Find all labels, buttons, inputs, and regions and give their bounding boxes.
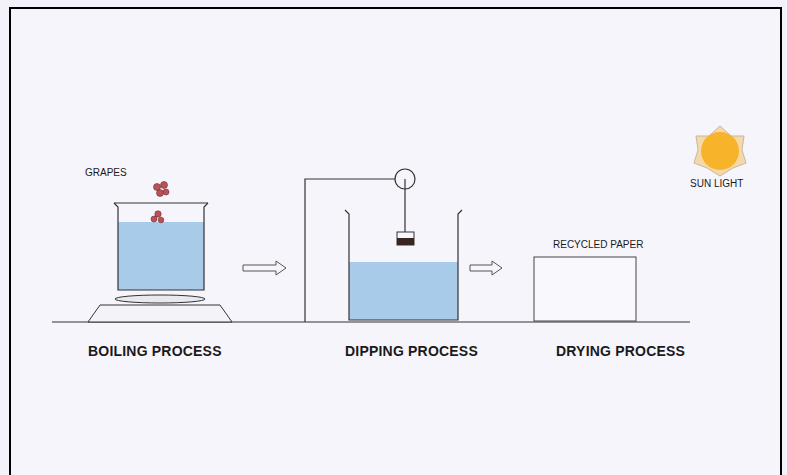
- paper-sample: [397, 232, 414, 245]
- hot-plate: [88, 295, 232, 322]
- recycled-paper: [534, 257, 636, 321]
- dipping-beaker: [345, 210, 462, 320]
- flow-arrow: [243, 261, 286, 275]
- material-label: RECYCLED PAPER: [553, 239, 643, 250]
- stage-label: BOILING PROCESS: [88, 344, 222, 359]
- flow-arrow: [470, 261, 502, 275]
- grapes: [151, 182, 169, 223]
- frame: [10, 8, 781, 475]
- sun: [694, 126, 746, 176]
- boiling-beaker: [114, 203, 208, 290]
- stage-label: DIPPING PROCESS: [345, 344, 478, 359]
- ingredient-label: GRAPES: [85, 167, 127, 178]
- source-label: SUN LIGHT: [690, 178, 743, 189]
- stage-label: DRYING PROCESS: [556, 344, 685, 359]
